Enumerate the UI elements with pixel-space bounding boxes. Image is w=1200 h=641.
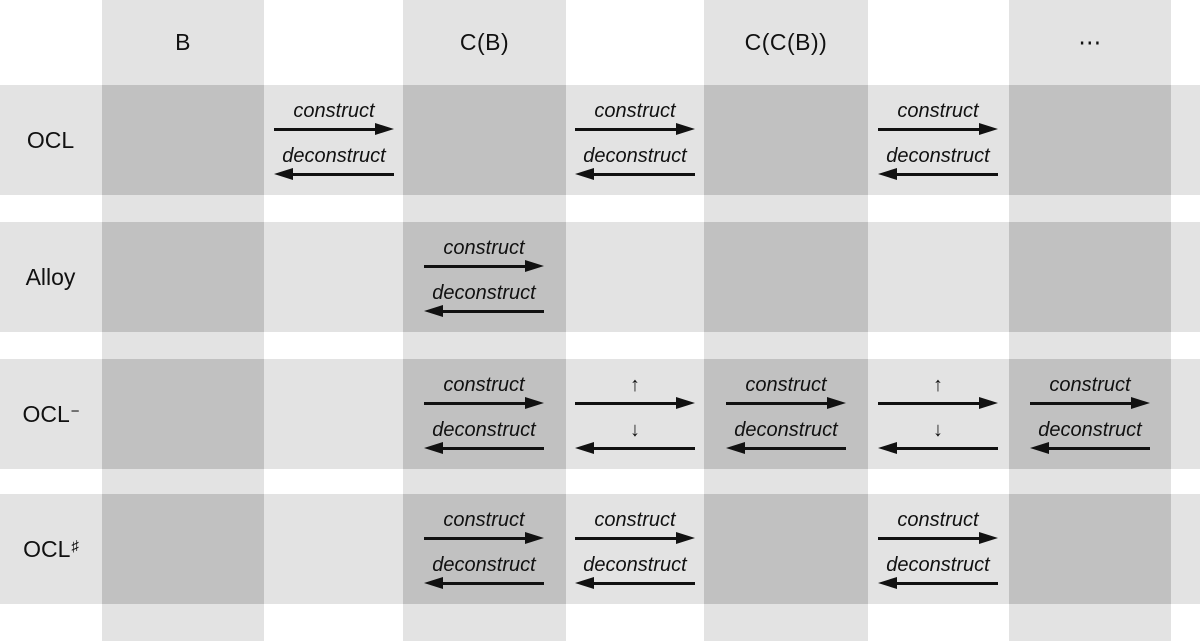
arrow-pair-ocl-minus-ccb: construct deconstruct <box>721 373 851 455</box>
left-arrow-icon <box>424 305 544 318</box>
left-arrow-icon <box>424 577 544 590</box>
construct-label: construct <box>594 509 676 531</box>
deconstruct-label: deconstruct <box>432 419 536 441</box>
left-arrow-icon <box>726 442 846 455</box>
deconstruct-label: deconstruct <box>583 554 687 576</box>
deconstruct-label: deconstruct <box>432 554 536 576</box>
right-arrow-icon <box>878 123 998 136</box>
construct-label: construct <box>897 509 979 531</box>
left-arrow-icon <box>575 577 695 590</box>
construct-label: construct <box>1049 374 1131 396</box>
cell-ocl-sharp-ellipsis <box>1009 494 1171 604</box>
down-arrow-icon: ↓ <box>933 419 943 441</box>
cell-ocl-cb <box>403 85 566 195</box>
right-arrow-icon <box>274 123 394 136</box>
deconstruct-label: deconstruct <box>734 419 838 441</box>
right-arrow-icon <box>575 532 695 545</box>
down-arrow-icon: ↓ <box>630 419 640 441</box>
cell-ocl-ellipsis <box>1009 85 1171 195</box>
up-arrow-icon: ↑ <box>933 374 943 396</box>
column-header-cb: C(B) <box>459 29 510 55</box>
deconstruct-label: deconstruct <box>583 145 687 167</box>
row-label-ocl: OCL <box>0 85 102 195</box>
arrow-pair-alloy-cb: construct deconstruct <box>419 236 549 318</box>
arrow-pair-ocl-sharp-cb-ccb: construct deconstruct <box>570 508 700 590</box>
right-arrow-icon <box>575 123 695 136</box>
construct-label: construct <box>745 374 827 396</box>
construct-label: construct <box>897 100 979 122</box>
right-arrow-icon <box>424 260 544 273</box>
left-arrow-icon <box>575 442 695 455</box>
right-arrow-icon <box>1030 397 1150 410</box>
arrow-pair-ocl-ccb-ellipsis: construct deconstruct <box>873 99 1003 181</box>
deconstruct-label: deconstruct <box>282 145 386 167</box>
deconstruct-label: deconstruct <box>886 145 990 167</box>
cell-alloy-ccb <box>704 222 868 332</box>
cell-ocl-ccb <box>704 85 868 195</box>
construct-label: construct <box>594 100 676 122</box>
right-arrow-icon <box>424 397 544 410</box>
right-arrow-icon <box>878 397 998 410</box>
arrow-pair-ocl-minus-cb: construct deconstruct <box>419 373 549 455</box>
arrow-pair-ocl-minus-ccb-ellipsis: ↑ ↓ <box>873 373 1003 455</box>
column-header-ellipsis: ⋯ <box>1078 29 1102 55</box>
construct-label: construct <box>443 237 525 259</box>
arrow-pair-ocl-b-cb: construct deconstruct <box>269 99 399 181</box>
arrow-pair-ocl-cb-ccb: construct deconstruct <box>570 99 700 181</box>
left-arrow-icon <box>575 168 695 181</box>
row-label-text: Alloy <box>25 263 76 290</box>
cell-ocl-sharp-ccb <box>704 494 868 604</box>
construct-label: construct <box>443 509 525 531</box>
column-header-b: B <box>175 29 191 55</box>
left-arrow-icon <box>274 168 394 181</box>
left-arrow-icon <box>424 442 544 455</box>
left-arrow-icon <box>878 442 998 455</box>
cell-ocl-sharp-b <box>102 494 264 604</box>
arrow-pair-ocl-minus-cb-ccb: ↑ ↓ <box>570 373 700 455</box>
column-header-ccb: C(C(B)) <box>744 29 828 55</box>
cell-ocl-b <box>102 85 264 195</box>
left-arrow-icon <box>1030 442 1150 455</box>
row-label-text: OCL <box>23 535 71 562</box>
right-arrow-icon <box>575 397 695 410</box>
construct-label: construct <box>293 100 375 122</box>
right-arrow-icon <box>726 397 846 410</box>
deconstruct-label: deconstruct <box>432 282 536 304</box>
up-arrow-icon: ↑ <box>630 374 640 396</box>
deconstruct-label: deconstruct <box>1038 419 1142 441</box>
arrow-pair-ocl-minus-ellipsis: construct deconstruct <box>1025 373 1155 455</box>
left-arrow-icon <box>878 577 998 590</box>
cell-alloy-b <box>102 222 264 332</box>
deconstruct-label: deconstruct <box>886 554 990 576</box>
arrow-pair-ocl-sharp-cb: construct deconstruct <box>419 508 549 590</box>
row-label-text: OCL <box>26 126 75 153</box>
right-arrow-icon <box>878 532 998 545</box>
right-arrow-icon <box>424 532 544 545</box>
row-label-alloy: Alloy <box>0 222 102 332</box>
cell-ocl-minus-b <box>102 359 264 469</box>
row-label-ocl-sharp: OCL♯ <box>23 535 79 562</box>
construct-label: construct <box>443 374 525 396</box>
arrow-pair-ocl-sharp-ccb-ellipsis: construct deconstruct <box>873 508 1003 590</box>
row-label-text: OCL <box>22 400 70 427</box>
left-arrow-icon <box>878 168 998 181</box>
row-label-ocl-minus: OCL− <box>22 400 80 427</box>
cell-alloy-ellipsis <box>1009 222 1171 332</box>
